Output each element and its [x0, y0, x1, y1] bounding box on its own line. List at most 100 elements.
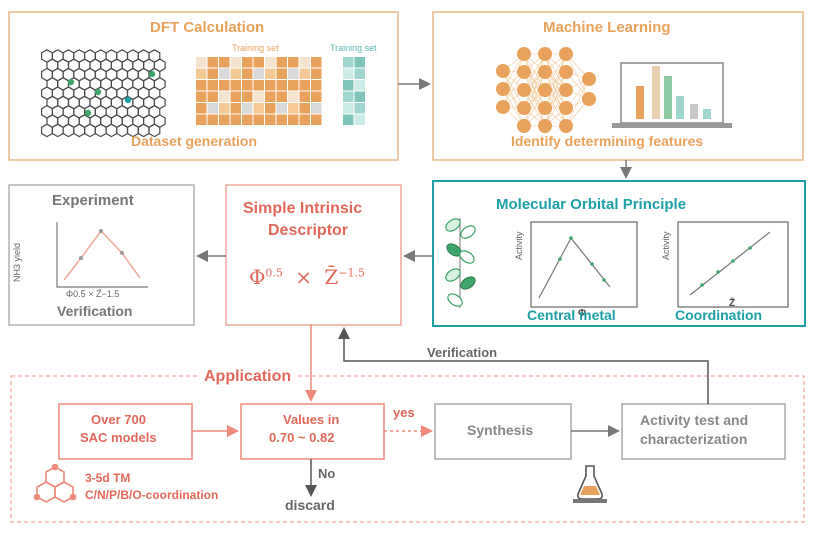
grid-cell: [253, 91, 264, 102]
grid-cell: [230, 68, 241, 79]
grid-cell: [265, 114, 276, 125]
application-label: Application: [200, 368, 296, 386]
grid-cell: [343, 57, 354, 68]
dft-subtitle: Dataset generation: [131, 133, 258, 149]
grid-cell: [265, 80, 276, 91]
ml-panel: [432, 11, 804, 161]
grid-cell: [276, 57, 287, 68]
dopant-atom: [148, 70, 156, 78]
nn-edge: [565, 78, 590, 127]
grid-cell: [196, 114, 207, 125]
lattice-hexagon: [40, 123, 54, 138]
flask-icon: [573, 465, 607, 503]
nn-node: [517, 47, 531, 61]
experiment-panel: [8, 184, 195, 326]
grid-cell: [288, 68, 299, 79]
grid-cell: [207, 57, 218, 68]
grid-cell: [196, 103, 207, 114]
graphene-lattice: [40, 49, 166, 138]
grid-cell: [196, 80, 207, 91]
values-line1: Values in: [283, 412, 340, 427]
grid-cell: [299, 91, 310, 102]
discard-label: discard: [285, 497, 335, 513]
grid-cell: [207, 68, 218, 79]
training-grid-orange: [196, 57, 322, 125]
ml-subtitle: Identify determining features: [511, 133, 704, 149]
grid-cell: [288, 91, 299, 102]
grid-cell: [196, 57, 207, 68]
lattice-hexagon: [83, 123, 96, 138]
grid-cell: [207, 91, 218, 102]
nn-node: [582, 72, 596, 86]
experiment-ylabel: NH3 yield: [12, 242, 22, 282]
nn-node: [538, 83, 552, 97]
sac-line2: SAC models: [80, 430, 157, 445]
orbital-icon: [445, 218, 476, 308]
grid-cell: [196, 68, 207, 79]
mop-title: Molecular Orbital Principle: [496, 196, 687, 213]
mop-chart2-xlabel: Z̄: [729, 298, 736, 309]
grid-cell: [354, 103, 365, 114]
experiment-title: Experiment: [52, 192, 134, 209]
descriptor-formula: Φ0.5 × Z̄−1.5: [249, 265, 365, 289]
neural-network-icon: [496, 47, 596, 133]
grid-cell: [242, 68, 253, 79]
no-label: No: [318, 466, 336, 481]
grid-cell: [343, 114, 354, 125]
nn-node: [517, 65, 531, 79]
synthesis-label: Synthesis: [467, 422, 534, 438]
grid-cell: [288, 57, 299, 68]
grid-cell: [276, 68, 287, 79]
grid-cell: [242, 91, 253, 102]
grid-cell: [253, 68, 264, 79]
grid-cell: [230, 91, 241, 102]
activity-line2: characterization: [640, 431, 748, 447]
grid-cell: [354, 91, 365, 102]
mop-chart2-ylabel: Activity: [661, 231, 671, 260]
nn-node: [517, 119, 531, 133]
nn-node: [517, 101, 531, 115]
lattice-hexagon: [148, 123, 161, 138]
grid-cell: [265, 91, 276, 102]
experiment-xlabel: Φ0.5 × Z̄−1.5: [66, 289, 120, 299]
nn-node: [559, 47, 573, 61]
grid-cell: [311, 68, 322, 79]
grid-cell: [265, 57, 276, 68]
mop-chart1-caption: Central metal: [527, 307, 616, 323]
grid-cell: [219, 68, 230, 79]
grid-cell: [354, 80, 365, 91]
grid-cell: [265, 103, 276, 114]
formula-phi: Φ: [249, 265, 266, 289]
grid-cell: [276, 80, 287, 91]
mop-chart1-ylabel: Activity: [514, 231, 524, 260]
verification-label: Verification: [427, 345, 498, 360]
activity-box: [621, 403, 786, 460]
activity-line1: Activity test and: [640, 412, 749, 428]
feature-bar-chart-icon: [612, 62, 732, 128]
dopant-atom: [67, 78, 75, 86]
experiment-caption: Verification: [57, 303, 133, 319]
lattice-hexagon: [105, 123, 118, 138]
descriptor-title-line2: Descriptor: [268, 222, 349, 239]
grid-cell: [242, 103, 253, 114]
grid-cell: [343, 103, 354, 114]
lattice-hexagon: [94, 123, 107, 138]
grid-cell: [219, 91, 230, 102]
mop-panel: [432, 180, 806, 327]
grid-cell: [253, 80, 264, 91]
grid-cell: [242, 114, 253, 125]
mop-chart1-xlabel: Φ: [578, 308, 587, 319]
dft-panel: [8, 11, 399, 161]
grid-cell: [343, 80, 354, 91]
grid-cell: [354, 57, 365, 68]
grid-cell: [311, 57, 322, 68]
grid-cell: [276, 103, 287, 114]
grid-cell: [207, 80, 218, 91]
grid-cell: [219, 57, 230, 68]
nn-edge: [523, 71, 546, 127]
grid-cell: [276, 114, 287, 125]
grid-cell: [276, 91, 287, 102]
grid-cell: [299, 80, 310, 91]
grid-cell: [219, 103, 230, 114]
